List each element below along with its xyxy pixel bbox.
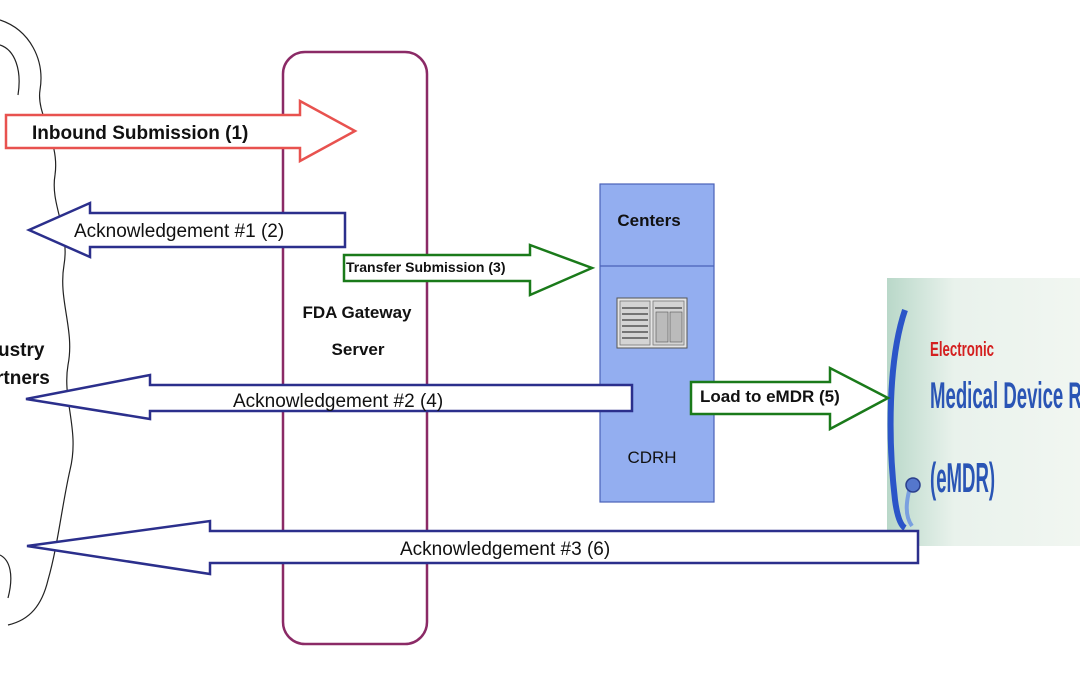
inbound-submission-arrow	[4, 98, 358, 164]
centers-header: Centers	[617, 211, 680, 230]
emdr-banner	[887, 278, 1080, 546]
emdr-line1: Electronic	[930, 337, 994, 361]
partners-label-line1: ustry	[0, 340, 45, 361]
ack1-label: Acknowledgement #1 (2)	[74, 221, 284, 242]
load-emdr-label: Load to eMDR (5)	[700, 387, 840, 406]
fda-gateway-server-box	[281, 50, 429, 646]
industry-partners-cloud	[0, 19, 74, 626]
emdr-line3: (eMDR)	[930, 455, 995, 502]
server-rack-icon	[616, 297, 688, 349]
ack3-arrow	[26, 519, 920, 576]
load-emdr-arrow	[689, 365, 891, 432]
inbound-submission-label: Inbound Submission (1)	[32, 123, 248, 144]
ack2-label: Acknowledgement #2 (4)	[233, 391, 443, 412]
emdr-line2: Medical Device Repor	[930, 375, 1080, 417]
gateway-label-line1: FDA Gateway	[303, 303, 413, 322]
ack1-arrow	[25, 201, 347, 259]
transfer-submission-label: Transfer Submission (3)	[346, 259, 505, 275]
partners-label-line2: rtners	[0, 368, 50, 389]
ack2-arrow	[25, 373, 634, 421]
ack3-label: Acknowledgement #3 (6)	[400, 539, 610, 560]
stethoscope-icon	[905, 477, 921, 493]
cdrh-label: CDRH	[627, 448, 676, 467]
gateway-label-line2: Server	[332, 340, 385, 359]
transfer-submission-arrow	[342, 243, 596, 297]
